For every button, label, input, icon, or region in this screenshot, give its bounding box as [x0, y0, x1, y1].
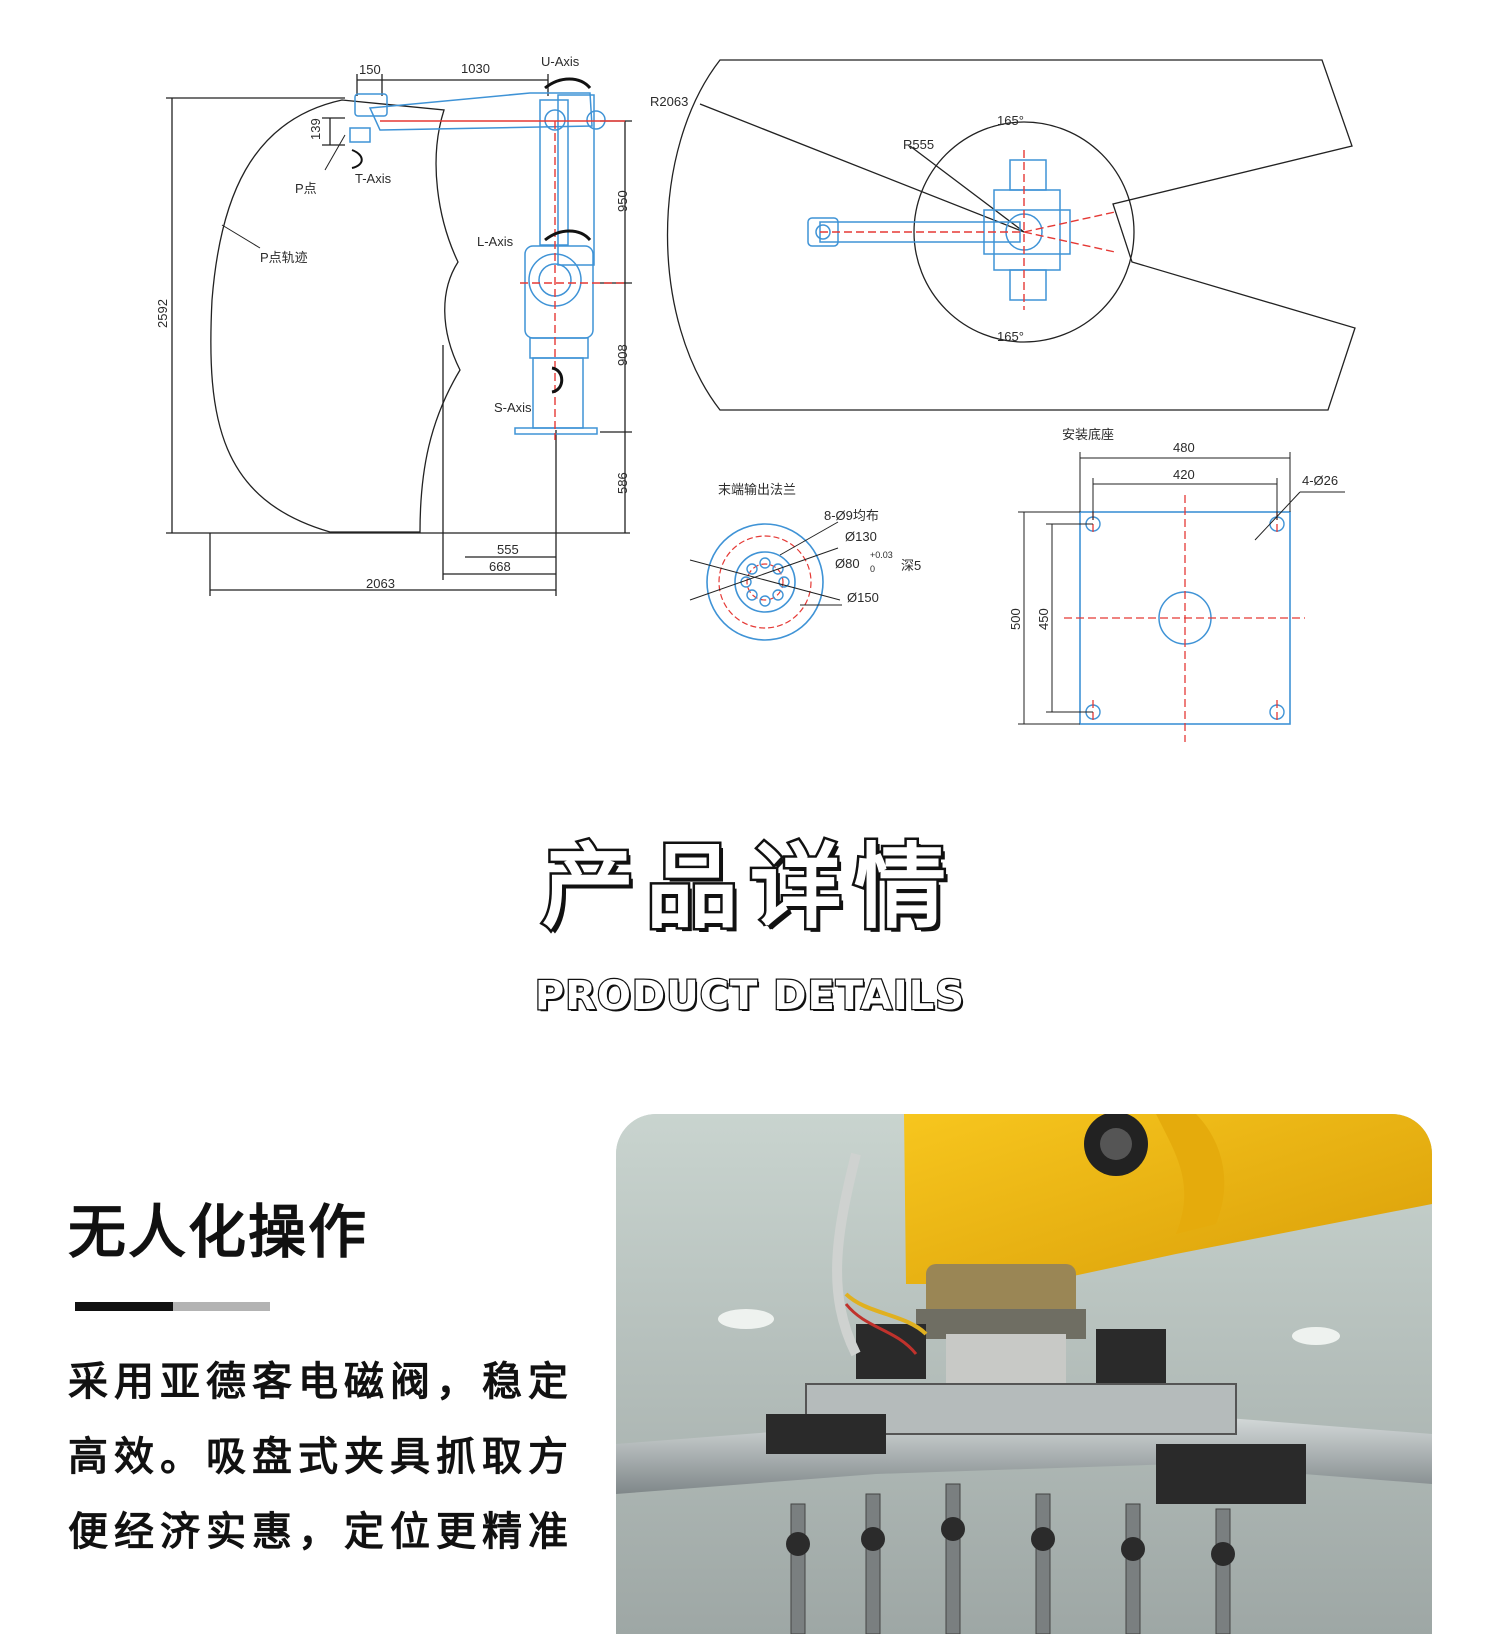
top-view	[666, 59, 1356, 411]
flange-view	[689, 521, 842, 641]
flange-holes: 8-Ø9均布	[824, 508, 879, 523]
label-r2063: R2063	[650, 94, 688, 109]
section-title-en: PRODUCT DETAILS	[534, 973, 966, 1019]
feature-description: 采用亚德客电磁阀，稳定高效。吸盘式夹具抓取方便经济实惠，定位更精准	[68, 1359, 574, 1555]
base-view	[1018, 452, 1345, 742]
label-p-point: P点	[295, 181, 317, 196]
dim-2592: 2592	[155, 299, 170, 328]
top-centerlines	[820, 150, 1116, 310]
base-dim-450: 450	[1036, 608, 1051, 630]
divider-light	[173, 1302, 270, 1311]
divider-dark	[75, 1302, 173, 1311]
top-dash-frame	[720, 59, 1328, 411]
reach-envelope	[666, 59, 1356, 411]
dim-950: 950	[615, 190, 630, 212]
base-title: 安装底座	[1062, 427, 1114, 442]
flange-d150: Ø150	[847, 590, 879, 605]
flange-depth: 深5	[901, 558, 921, 573]
trajectory-envelope	[210, 99, 461, 533]
label-t-axis: T-Axis	[355, 171, 392, 186]
dim-2063: 2063	[366, 576, 395, 591]
flange-title: 末端输出法兰	[718, 482, 796, 497]
flange-d80: Ø80	[835, 556, 860, 571]
feature-title: 无人化操作	[68, 1198, 369, 1266]
robot-gripper-photo	[616, 1114, 1432, 1634]
flange-d130: Ø130	[845, 529, 877, 544]
base-dim-420: 420	[1173, 467, 1195, 482]
dim-586: 586	[615, 472, 630, 494]
side-centerlines	[380, 120, 625, 440]
dim-1030: 1030	[461, 61, 490, 76]
base-dim-500: 500	[1008, 608, 1023, 630]
label-angle-bottom: 165°	[997, 329, 1024, 344]
flange-tol-upper: +0.03	[870, 550, 893, 560]
side-leaders	[221, 134, 346, 249]
technical-drawing: 150 1030 U-Axis 139 P点 T-Axis P点轨迹 L-Axi…	[155, 54, 1356, 742]
base-holes: 4-Ø26	[1302, 473, 1338, 488]
dim-150: 150	[359, 62, 381, 77]
dim-139: 139	[308, 118, 323, 140]
section-title-cn: 产品详情	[539, 834, 958, 941]
base-dim-480: 480	[1173, 440, 1195, 455]
label-angle-top: 165°	[997, 113, 1024, 128]
label-p-trajectory: P点轨迹	[260, 250, 308, 265]
label-u-axis: U-Axis	[541, 54, 580, 69]
robot-side	[349, 92, 606, 435]
label-s-axis: S-Axis	[494, 400, 532, 415]
label-l-axis: L-Axis	[477, 234, 514, 249]
dim-908: 908	[615, 344, 630, 366]
dim-555: 555	[497, 542, 519, 557]
feature-divider	[75, 1302, 270, 1311]
label-r555: R555	[903, 137, 934, 152]
flange-tol-lower: 0	[870, 564, 875, 574]
side-arrows	[351, 77, 592, 394]
side-view	[166, 74, 632, 596]
dim-668: 668	[489, 559, 511, 574]
